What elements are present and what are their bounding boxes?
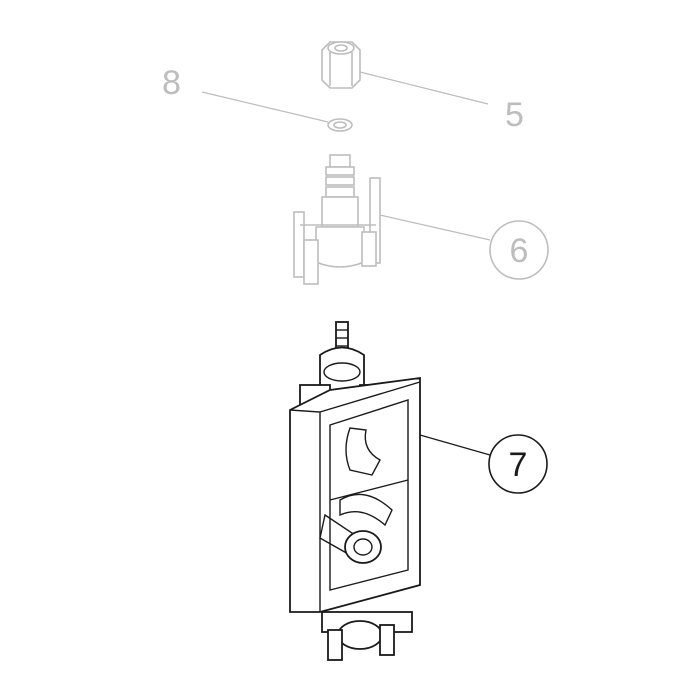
part-label-7-circle: [488, 434, 548, 494]
part-8-o-ring: [327, 118, 353, 132]
leader-line-7: [419, 434, 491, 456]
part-7-valve-housing: [289, 321, 421, 661]
part-5-hex-nut: [321, 41, 361, 89]
part-label-5: 5: [505, 96, 524, 134]
part-label-6-circle: [489, 220, 549, 280]
part-label-6: 6: [510, 232, 529, 270]
leader-line-6: [379, 214, 491, 241]
leader-line-5: [359, 71, 489, 105]
part-6-valve-body: [293, 154, 381, 285]
part-label-8: 8: [162, 64, 181, 102]
part-label-7: 7: [509, 446, 528, 484]
leader-line-8: [201, 91, 329, 123]
